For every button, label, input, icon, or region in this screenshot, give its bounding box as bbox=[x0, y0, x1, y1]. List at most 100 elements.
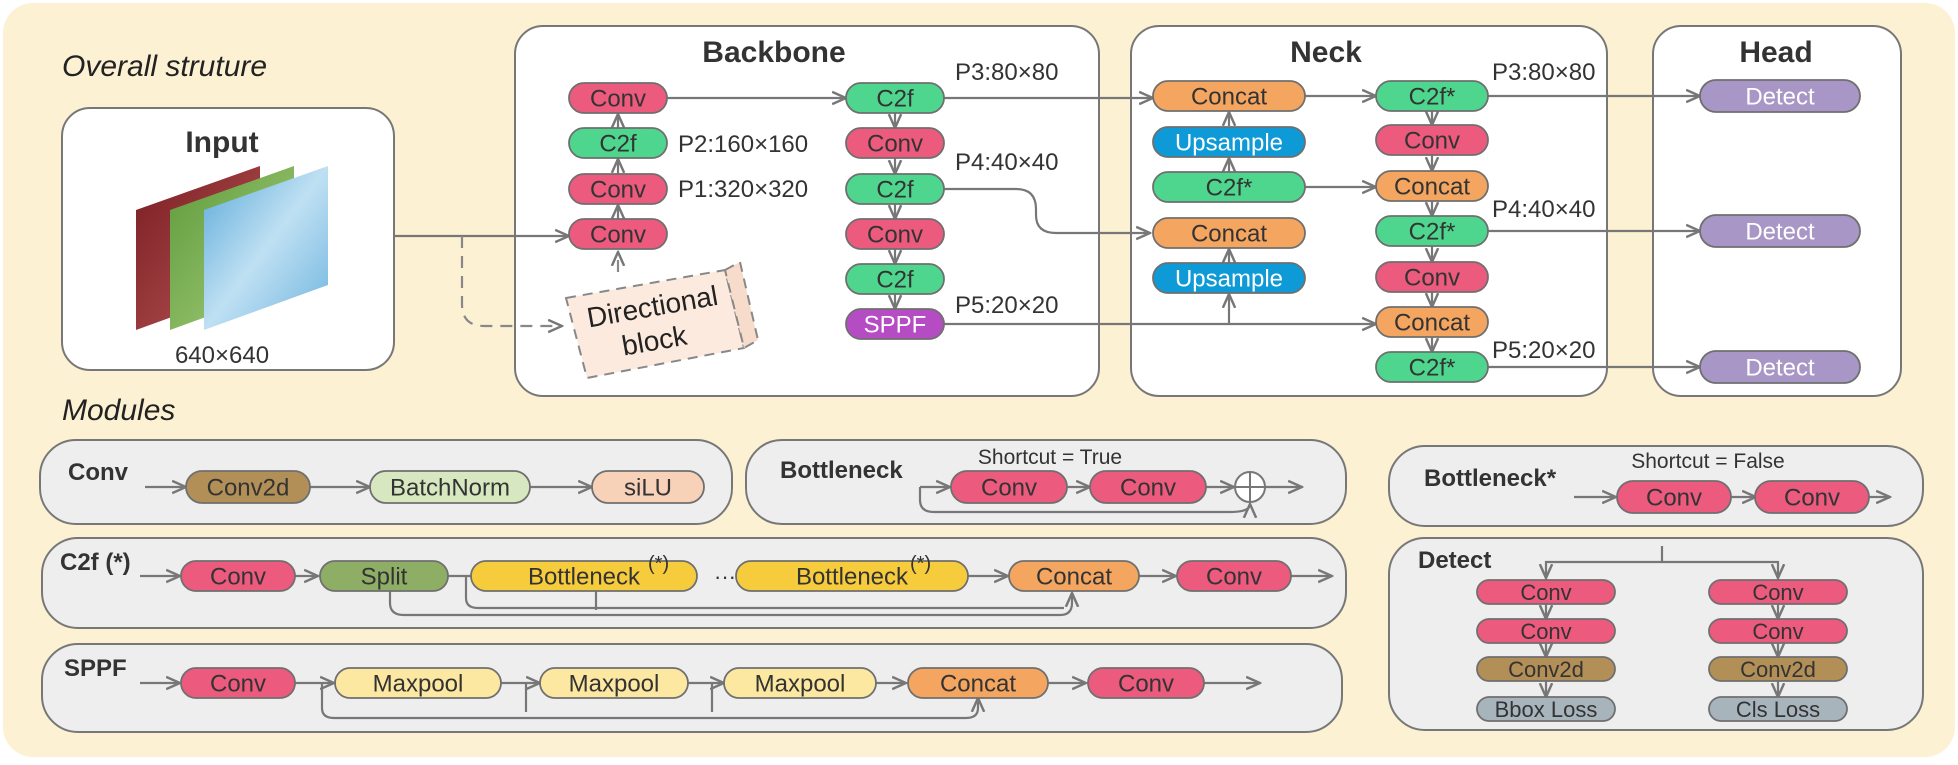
bottleneck-conv-1-label: Conv bbox=[981, 475, 1037, 502]
head-detect-2-label: Detect bbox=[1745, 355, 1815, 382]
input-panel: Input 640×640 bbox=[61, 107, 395, 371]
label-p3-neck: P3:80×80 bbox=[1492, 59, 1595, 86]
detect-module-title: Detect bbox=[1418, 547, 1491, 574]
sppf-module-title: SPPF bbox=[64, 655, 127, 682]
neck-left-node-1: Upsample bbox=[1152, 126, 1306, 158]
sppf-module-panel bbox=[41, 643, 1343, 733]
c2f-mod-concat-label: Concat bbox=[1036, 564, 1112, 591]
head-title: Head bbox=[1739, 36, 1812, 69]
backbone-col2-node-3: Conv bbox=[845, 218, 945, 250]
neck-title: Neck bbox=[1290, 36, 1362, 69]
backbone-col1-node-2-label: Conv bbox=[590, 177, 646, 204]
label-p1: P1:320×320 bbox=[678, 176, 808, 203]
detect-left-node-1-label: Conv bbox=[1520, 619, 1571, 644]
sppf-mod-conv-1-label: Conv bbox=[210, 671, 266, 698]
sppf-mod-maxpool-1: Maxpool bbox=[334, 667, 502, 699]
modules-title: Modules bbox=[62, 394, 175, 427]
backbone-col2-node-3-label: Conv bbox=[867, 222, 923, 249]
detect-left-node-0: Conv bbox=[1476, 579, 1616, 605]
c2f-skip-2 bbox=[464, 576, 1064, 610]
backbone-col2-node-0: C2f bbox=[845, 82, 945, 114]
label-p2: P2:160×160 bbox=[678, 131, 808, 158]
bottleneck-star-conv-2-label: Conv bbox=[1784, 485, 1840, 512]
backbone-title: Backbone bbox=[702, 36, 845, 69]
bottleneck-star-conv-1: Conv bbox=[1616, 480, 1732, 514]
c2f-skip-1 bbox=[388, 591, 1072, 617]
input-to-directional bbox=[460, 236, 562, 326]
neck-left-node-3-label: Concat bbox=[1191, 221, 1267, 248]
neck-right-node-6: C2f* bbox=[1375, 351, 1489, 383]
neck-right-node-2-label: Concat bbox=[1394, 174, 1470, 201]
c2f-mod-conv-2: Conv bbox=[1176, 560, 1292, 592]
label-p5-backbone: P5:20×20 bbox=[955, 292, 1058, 319]
bottleneck-star-conv-2: Conv bbox=[1754, 480, 1870, 514]
neck-right-node-4-label: Conv bbox=[1404, 265, 1460, 292]
detect-right-node-1: Conv bbox=[1708, 618, 1848, 644]
neck-right-node-5-label: Concat bbox=[1394, 310, 1470, 337]
backbone-col1-node-3-label: Conv bbox=[590, 222, 646, 249]
detect-right-node-0-label: Conv bbox=[1752, 580, 1803, 605]
add-icon bbox=[1234, 471, 1266, 503]
detect-right-node-0: Conv bbox=[1708, 579, 1848, 605]
detect-split-l bbox=[1546, 560, 1662, 578]
neck-left-node-1-label: Upsample bbox=[1175, 130, 1283, 157]
bottleneck-conv-2: Conv bbox=[1089, 470, 1207, 504]
conv-mod-silu: siLU bbox=[591, 470, 705, 504]
backbone-col2-node-5: SPPF bbox=[845, 308, 945, 340]
head-detect-1: Detect bbox=[1699, 214, 1861, 248]
c2f-star-1: (*) bbox=[648, 553, 669, 575]
detect-left-node-3-label: Bbox Loss bbox=[1495, 697, 1598, 722]
c2f-star-2: (*) bbox=[910, 553, 931, 575]
neck-right-node-0-label: C2f* bbox=[1409, 84, 1456, 111]
diagram-labels: P1:320×320 P2:160×160 P3:80×80P4:40×40P5:2… bbox=[60, 59, 1785, 682]
detect-left-node-0-label: Conv bbox=[1520, 580, 1571, 605]
label-p3-backbone: P3:80×80 bbox=[955, 59, 1058, 86]
sppf-mod-concat: Concat bbox=[907, 667, 1049, 699]
backbone-col2-node-2: C2f bbox=[845, 173, 945, 205]
detect-split-r bbox=[1662, 560, 1778, 578]
neck-right-node-5: Concat bbox=[1375, 306, 1489, 338]
label-p4-neck: P4:40×40 bbox=[1492, 196, 1595, 223]
bottleneck-star-conv-1-label: Conv bbox=[1646, 485, 1702, 512]
head-detect-1-label: Detect bbox=[1745, 219, 1815, 246]
sppf-mod-maxpool-2: Maxpool bbox=[539, 667, 689, 699]
sppf-mod-conv-2: Conv bbox=[1087, 667, 1205, 699]
c2f-mod-split: Split bbox=[319, 560, 449, 592]
backbone-col2-node-4: C2f bbox=[845, 263, 945, 295]
neck-right-node-4: Conv bbox=[1375, 261, 1489, 293]
backbone-col1-node-0-label: Conv bbox=[590, 86, 646, 113]
c2f-module-title: C2f (*) bbox=[60, 549, 131, 576]
backbone-col2-node-0-label: C2f bbox=[876, 86, 914, 113]
conv-mod-conv2d: Conv2d bbox=[185, 470, 311, 504]
detect-right-node-1-label: Conv bbox=[1752, 619, 1803, 644]
c2f-mod-bottleneck-2-label: Bottleneck bbox=[796, 564, 909, 591]
detect-left-node-2: Conv2d bbox=[1476, 656, 1616, 682]
detect-left-node-3: Bbox Loss bbox=[1476, 696, 1616, 722]
backbone-col2-node-1: Conv bbox=[845, 127, 945, 159]
head-detect-0-label: Detect bbox=[1745, 84, 1815, 111]
bottleneck-star-title: Bottleneck* bbox=[1424, 465, 1557, 492]
detect-right-node-3-label: Cls Loss bbox=[1736, 697, 1820, 722]
backbone-col1-node-2: Conv bbox=[568, 173, 668, 205]
label-p5-neck: P5:20×20 bbox=[1492, 337, 1595, 364]
sppf-mod-maxpool-1-label: Maxpool bbox=[373, 671, 464, 698]
bottleneck-conv-1: Conv bbox=[950, 470, 1068, 504]
neck-right-node-1-label: Conv bbox=[1404, 128, 1460, 155]
neck-left-node-0: Concat bbox=[1152, 80, 1306, 112]
backbone-col1-node-1: C2f bbox=[568, 127, 668, 159]
backbone-col2-node-1-label: Conv bbox=[867, 131, 923, 158]
bottleneck-conv-2-label: Conv bbox=[1120, 475, 1176, 502]
conv-mod-conv2d-label: Conv2d bbox=[207, 475, 290, 502]
conv-mod-batchnorm: BatchNorm bbox=[369, 470, 531, 504]
neck-right-node-3: C2f* bbox=[1375, 215, 1489, 247]
head-panel: Head bbox=[1652, 25, 1902, 397]
neck-right-node-6-label: C2f* bbox=[1409, 355, 1456, 382]
neck-left-node-4-label: Upsample bbox=[1175, 266, 1283, 293]
backbone-col2-node-2-label: C2f bbox=[876, 177, 914, 204]
neck-left-node-2-label: C2f* bbox=[1206, 175, 1253, 202]
c2f-mod-bottleneck-1-label: Bottleneck bbox=[528, 564, 641, 591]
conv-module-title: Conv bbox=[68, 459, 129, 486]
input-size-label: 640×640 bbox=[175, 342, 269, 369]
